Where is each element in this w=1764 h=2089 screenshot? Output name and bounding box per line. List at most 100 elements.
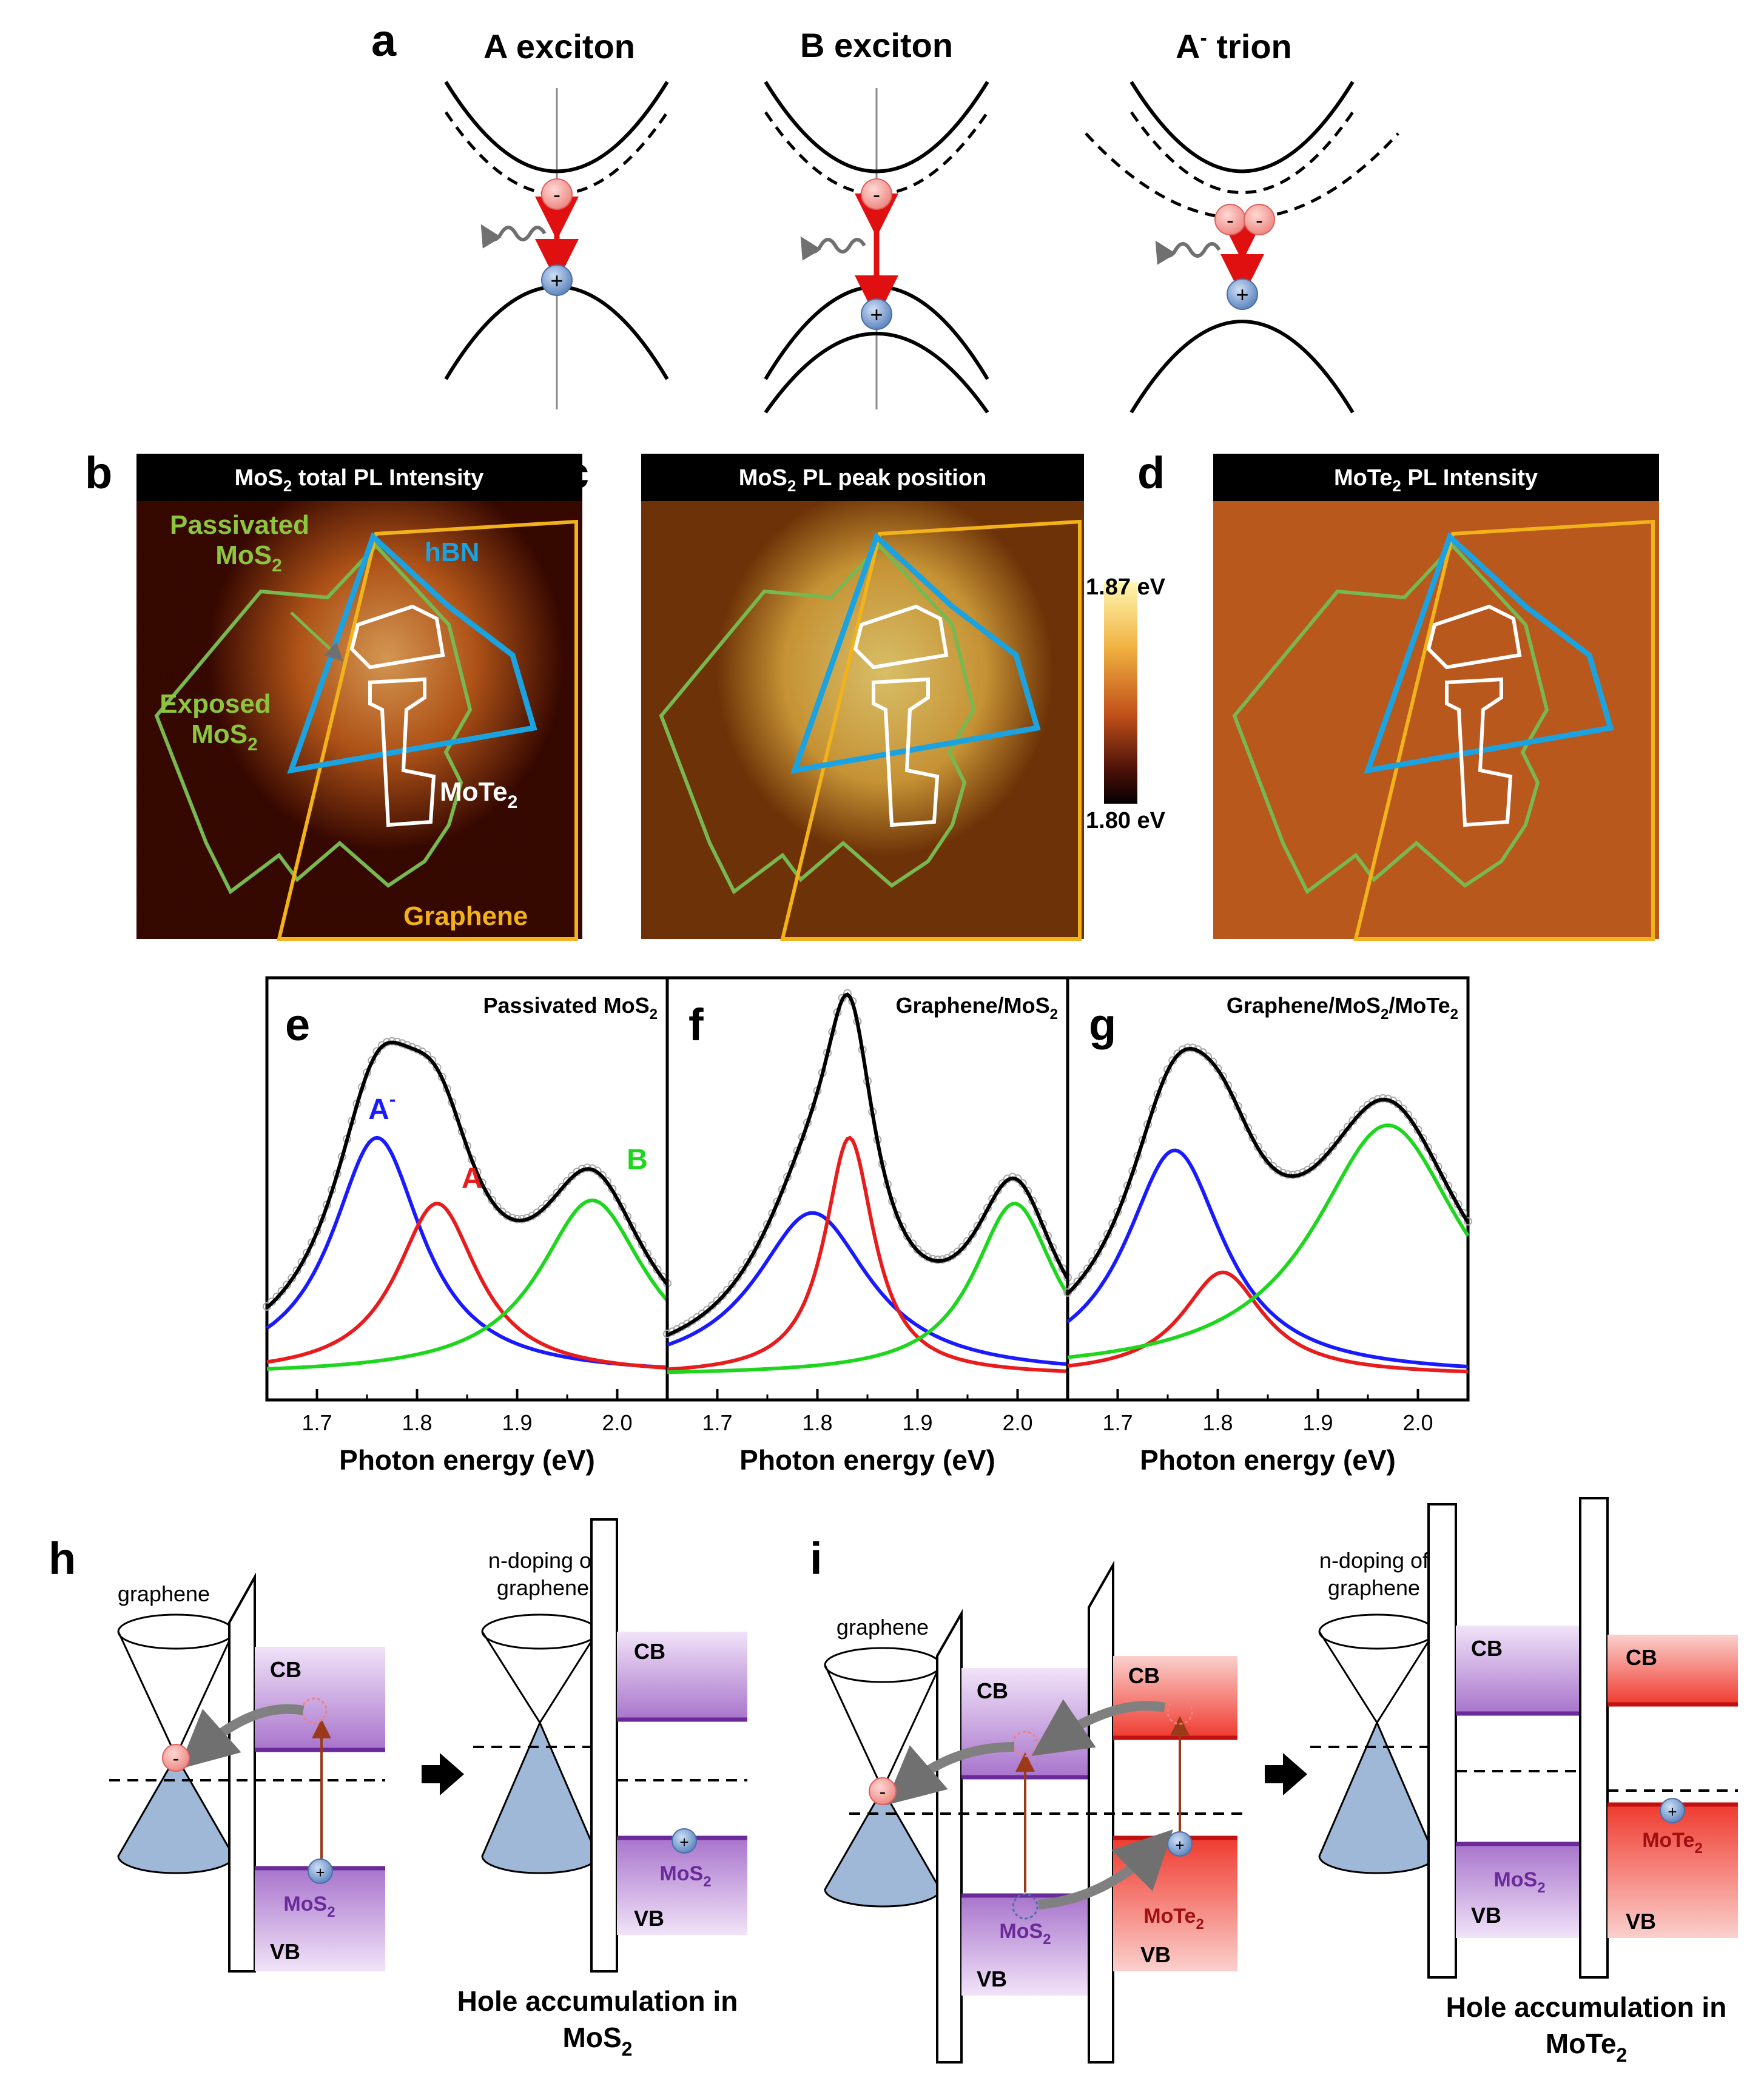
svg-text:-: - (173, 1748, 180, 1769)
fit-series-2 (266, 1198, 669, 1371)
svg-text:VB: VB (270, 1939, 300, 1964)
x-axis-label: Photon energy (eV) (739, 1444, 995, 1476)
map-b-title: MoS2 total PL Intensity (235, 465, 484, 495)
panel-letter-f: f (688, 1000, 704, 1050)
panel-letter-d: d (1137, 448, 1165, 498)
x-tick-label: 1.8 (1202, 1410, 1233, 1435)
svg-text:+: + (870, 302, 883, 327)
svg-text:graphene: graphene (118, 1581, 210, 1606)
x-tick-label: 1.9 (902, 1410, 932, 1435)
title-a-exciton: A exciton (483, 27, 635, 66)
x-tick-label: 1.7 (702, 1410, 732, 1435)
hbn-barrier (228, 1572, 256, 1973)
svg-text:Passivated: Passivated (170, 510, 309, 540)
svg-text:graphene: graphene (497, 1575, 589, 1600)
x-tick-label: 1.7 (1102, 1410, 1133, 1435)
fit-series-2 (1067, 1123, 1470, 1359)
svg-text:graphene: graphene (1328, 1575, 1420, 1600)
x-tick-label: 1.9 (502, 1410, 532, 1435)
panel-a: a A exciton B exciton A- trion - + - (371, 15, 1399, 414)
x-tick-label: 1.8 (802, 1410, 832, 1435)
band-diagram-b-exciton: - + (764, 81, 989, 414)
svg-text:Graphene: Graphene (403, 901, 528, 931)
svg-text:VB: VB (1626, 1909, 1656, 1934)
process-arrow (422, 1753, 464, 1795)
svg-text:MoS2: MoS2 (1493, 1868, 1545, 1896)
chart-title: Passivated MoS2 (483, 993, 658, 1023)
map-c-title: MoS2 PL peak position (739, 465, 987, 495)
peak-label: A (462, 1162, 483, 1194)
svg-text:MoS2: MoS2 (999, 1920, 1051, 1948)
x-tick-label: 1.8 (402, 1410, 432, 1435)
svg-text:MoS2: MoS2 (659, 1862, 711, 1890)
svg-text:MoS2: MoS2 (215, 540, 282, 576)
fit-series-1 (1067, 1270, 1469, 1374)
hbn-outline (287, 532, 537, 774)
svg-text:Exposed: Exposed (160, 689, 271, 719)
svg-text:n-doping of: n-doping of (1319, 1548, 1429, 1573)
x-tick-label: 2.0 (1402, 1410, 1433, 1435)
panel-letter-c: c (564, 448, 589, 498)
title-b-exciton: B exciton (800, 26, 953, 64)
svg-text:VB: VB (1140, 1942, 1171, 1967)
panel-b: b MoS2 total PL Intensity Passivated MoS… (85, 448, 582, 941)
mote2-outline-bottom (368, 677, 436, 827)
fit-total (1066, 1046, 1470, 1295)
svg-text:Hole accumulation in: Hole accumulation in (457, 1985, 738, 2017)
svg-text:-: - (880, 1781, 886, 1803)
svg-text:CB: CB (1471, 1636, 1503, 1661)
panel-c: c MoS2 PL peak position 1.87 eV 1.80 eV (564, 448, 1166, 941)
chart-title: Graphene/MoS2/MoTe2 (1227, 993, 1458, 1023)
plot-frame (665, 976, 1069, 1402)
svg-text:CB: CB (1128, 1663, 1160, 1688)
svg-text:CB: CB (270, 1657, 301, 1682)
svg-text:+: + (1668, 1803, 1677, 1821)
fit-series-0 (1066, 1148, 1469, 1368)
fit-series-2 (667, 1202, 1069, 1374)
graphene-cone-bottom (117, 1754, 235, 1874)
svg-text:VB: VB (1471, 1903, 1501, 1928)
x-axis-label: Photon energy (eV) (1140, 1444, 1396, 1476)
fit-series-1 (266, 1202, 668, 1370)
svg-text:CB: CB (977, 1678, 1008, 1703)
svg-text:MoTe2: MoTe2 (1546, 2028, 1627, 2066)
panel-letter-b: b (85, 448, 112, 498)
x-axis-label: Photon energy (eV) (339, 1444, 595, 1476)
fit-series-0 (666, 1211, 1068, 1367)
svg-text:MoS2: MoS2 (563, 2022, 633, 2060)
svg-text:MoS2: MoS2 (283, 1892, 335, 1920)
exposed-mos2-outline (154, 543, 473, 895)
svg-text:n-doping of: n-doping of (488, 1548, 598, 1573)
svg-text:MoTe2: MoTe2 (1642, 1829, 1703, 1857)
svg-text:VB: VB (634, 1906, 664, 1931)
svg-text:-: - (1227, 207, 1234, 232)
svg-text:CB: CB (1626, 1645, 1657, 1670)
svg-text:+: + (550, 268, 563, 293)
data-point (1008, 1172, 1017, 1182)
chart-title: Graphene/MoS2 (896, 993, 1058, 1023)
x-tick-label: 2.0 (602, 1410, 632, 1435)
svg-text:1.87 eV: 1.87 eV (1086, 574, 1166, 600)
svg-text:graphene: graphene (837, 1615, 929, 1640)
colorbar (1104, 582, 1137, 804)
panel-letter-a: a (371, 15, 397, 66)
fit-total (666, 992, 1069, 1337)
fit-total (265, 1040, 669, 1310)
x-tick-label: 1.9 (1302, 1410, 1333, 1435)
panel-letter-h: h (49, 1533, 76, 1584)
panel-letter-i: i (810, 1533, 823, 1584)
panel-letter-g: g (1089, 1000, 1116, 1050)
svg-text:VB: VB (977, 1966, 1007, 1991)
mote2-outline-top (349, 604, 445, 670)
band-diagram-a-exciton: - + (444, 81, 669, 409)
peak-label: A- (368, 1088, 396, 1126)
fit-series-1 (667, 1135, 1068, 1373)
panel-d: d MoTe2 PL Intensity (1137, 448, 1659, 941)
peak-label: B (627, 1143, 648, 1176)
svg-text:+: + (315, 1863, 325, 1882)
